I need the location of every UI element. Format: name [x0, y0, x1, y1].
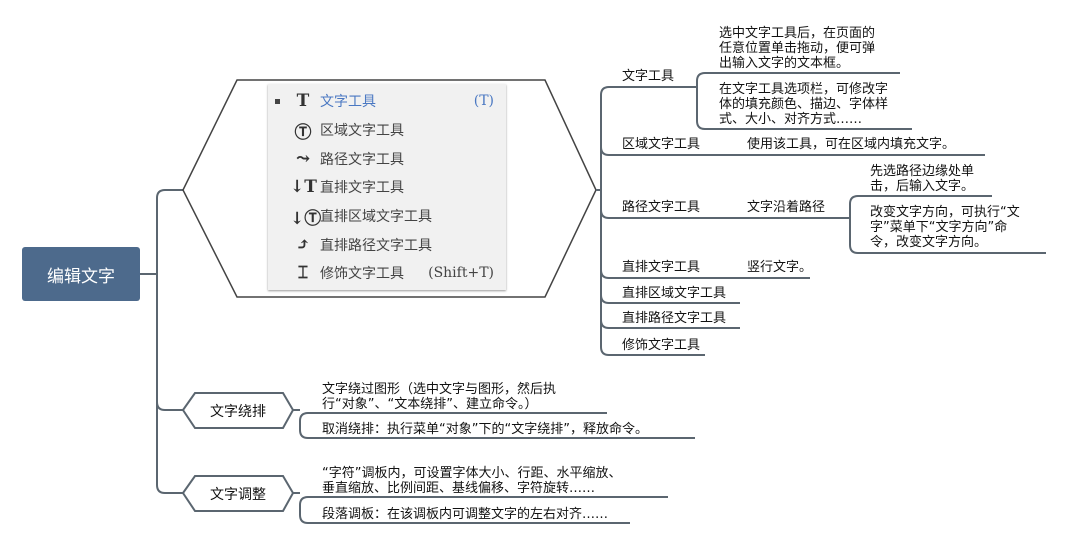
path-type-icon: ⤳ [295, 149, 311, 169]
touch-type-icon: ⌶ [297, 263, 309, 283]
node-vertical-area-type[interactable]: 直排区域文字工具 [622, 286, 727, 301]
node-text-tool[interactable]: 文字工具 [622, 69, 675, 84]
node-vertical-path-type[interactable]: 直排路径文字工具 [622, 311, 727, 326]
menu-item-label: 修饰文字工具 [320, 266, 404, 282]
menu-item-label: 直排区域文字工具 [320, 209, 432, 225]
type-tool-icon: T [296, 91, 310, 111]
node-area-type-desc: 使用该工具，可在区域内填充文字。 [747, 137, 956, 152]
node-path-type[interactable]: 路径文字工具 [622, 200, 701, 215]
node-text-adjust-desc1: “字符”调板内，可设置字体大小、行距、水平缩放、 垂直缩放、比例间距、基线偏移、… [322, 466, 622, 496]
vertical-area-type-icon: ↓Ⓣ [290, 208, 322, 229]
node-area-type[interactable]: 区域文字工具 [622, 137, 701, 152]
node-text-wrap-desc1: 文字绕过图形（选中文字与图形，然后执 行“对象”、“文本绕排”、建立命令。） [322, 382, 557, 412]
root-node[interactable]: 编辑文字 [22, 247, 140, 301]
menu-item-label: 直排路径文字工具 [320, 238, 432, 254]
node-text-adjust-desc2: 段落调板：在该调板内可调整文字的左右对齐…… [322, 507, 609, 522]
node-text-tool-desc2: 在文字工具选项栏，可修改字 体的填充颜色、描边、字体样 式、大小、对齐方式…… [719, 82, 889, 127]
node-path-type-sub1: 先选路径边缘处单 击，后输入文字。 [870, 164, 975, 194]
node-vertical-type-desc: 竖行文字。 [747, 260, 813, 275]
menu-item-label: 区域文字工具 [320, 123, 404, 139]
root-label: 编辑文字 [47, 266, 115, 287]
menu-item-label: 文字工具 [320, 94, 376, 110]
area-type-icon: Ⓣ [294, 122, 312, 143]
selected-bullet [275, 98, 280, 104]
node-touch-type[interactable]: 修饰文字工具 [622, 338, 701, 353]
menu-item-vertical-path-type[interactable]: ⤴ 直排路径文字工具 [268, 231, 506, 259]
menu-item-touch-type[interactable]: ⌶ 修饰文字工具 (Shift+T) [268, 259, 506, 287]
menu-item-label: 路径文字工具 [320, 152, 404, 168]
node-text-wrap-desc2: 取消绕排：执行菜单“对象”下的“文字绕排”，释放命令。 [322, 422, 648, 437]
menu-item-shortcut: (Shift+T) [428, 265, 494, 281]
menu-item-label: 直排文字工具 [320, 180, 404, 196]
menu-item-area-type[interactable]: Ⓣ 区域文字工具 [268, 116, 506, 144]
node-text-tool-desc1: 选中文字工具后，在页面的 任意位置单击拖动，便可弹 出输入文字的文本框。 [719, 26, 876, 71]
node-path-type-desc: 文字沿着路径 [747, 200, 826, 215]
menu-item-shortcut: (T) [473, 93, 494, 109]
vertical-path-type-icon: ⤴ [295, 235, 311, 255]
vertical-type-icon: ↓T [290, 177, 317, 197]
menu-item-text-tool[interactable]: T 文字工具 (T) [268, 87, 506, 115]
node-text-adjust[interactable]: 文字调整 [210, 487, 266, 503]
node-path-type-sub2: 改变文字方向，可执行“文 字”菜单下“文字方向”命 令，改变文字方向。 [870, 205, 1020, 250]
menu-item-path-type[interactable]: ⤳ 路径文字工具 [268, 145, 506, 173]
node-text-wrap[interactable]: 文字绕排 [210, 404, 266, 420]
node-vertical-type[interactable]: 直排文字工具 [622, 260, 701, 275]
